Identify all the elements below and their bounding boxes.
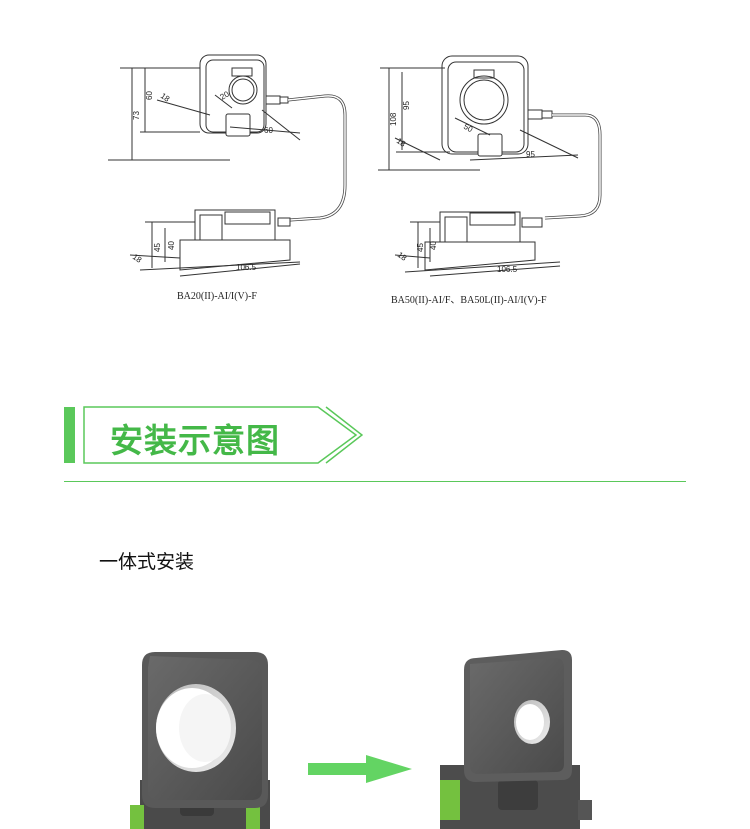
section-divider <box>64 481 686 482</box>
dim-label-45-r: 45 <box>416 243 425 252</box>
dim-label-106-5: 106.5 <box>236 263 257 272</box>
arrow-right-icon <box>308 755 412 783</box>
section-title-frame <box>83 406 363 464</box>
sensor-after-image <box>440 650 592 829</box>
dim-label-40: 40 <box>167 241 176 250</box>
sensor-before-image <box>130 652 270 829</box>
dim-label-106-5-r: 106.5 <box>497 265 518 274</box>
dim-label-73: 73 <box>132 111 141 120</box>
dim-label-18-base-r: 18 <box>396 250 409 263</box>
dim-label-45: 45 <box>153 243 162 252</box>
dim-label-18-base: 18 <box>131 252 144 265</box>
dim-label-95-width: 95 <box>526 150 535 159</box>
installation-subtitle: 一体式安装 <box>99 551 195 573</box>
dim-label-40-r: 40 <box>429 241 438 250</box>
caption-ba50: BA50(II)-AI/F、BA50L(II)-AI/I(V)-F <box>391 295 547 306</box>
section-accent-bar <box>64 407 75 463</box>
ba50-drawing <box>378 55 602 277</box>
caption-ba20: BA20(II)-AI/I(V)-F <box>177 291 257 302</box>
dimension-drawings: 73 60 18 20 60 45 40 18 106.5 108 95 18 … <box>108 54 602 277</box>
dim-label-18-r: 18 <box>395 136 408 149</box>
dim-label-18: 18 <box>159 91 172 104</box>
section-title: 安装示意图 <box>110 421 280 460</box>
dim-label-108: 108 <box>389 112 398 126</box>
dim-label-60-width: 60 <box>264 126 273 135</box>
ba20-drawing <box>108 54 347 277</box>
dim-label-95-height: 95 <box>402 101 411 110</box>
installation-illustration <box>130 650 592 829</box>
dim-label-60-height: 60 <box>145 91 154 100</box>
